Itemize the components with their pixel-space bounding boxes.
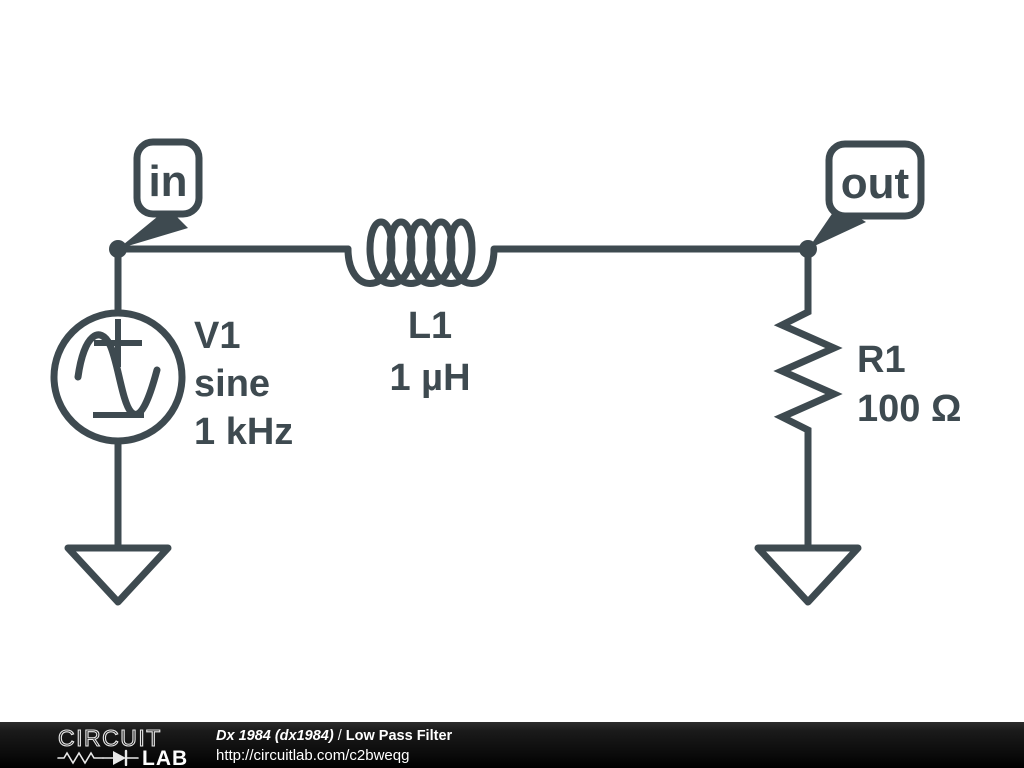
out-port-box[interactable] [825, 140, 925, 220]
l1-value-label: 1 µH [389, 357, 470, 399]
resistor-icon[interactable] [773, 299, 843, 444]
v1-designator-label: V1 [194, 315, 240, 357]
circuitlab-logo[interactable]: CIRCUIT LAB [56, 726, 196, 766]
logo-word-lab: LAB [142, 747, 188, 766]
footer-bar: CIRCUIT LAB Dx 1984 (dx1984) / Low Pass … [0, 722, 1024, 768]
r1-value-label: 100 Ω [857, 388, 961, 430]
schematic-canvas[interactable]: in out V1 sine 1 kHz [0, 0, 1024, 722]
logo-resistor-icon [57, 751, 104, 765]
out-port[interactable]: out [808, 140, 925, 249]
footer-separator: / [333, 728, 346, 744]
ground-symbol-right[interactable] [754, 544, 862, 606]
l1-designator-label: L1 [408, 305, 452, 347]
in-port-box[interactable] [133, 138, 203, 218]
in-port-pointer [118, 208, 188, 249]
v1-frequency-label: 1 kHz [194, 411, 293, 453]
inductor-icon[interactable] [344, 218, 516, 287]
out-port-label: out [841, 159, 910, 208]
in-port-label: in [148, 157, 187, 206]
logo-word-circuit: CIRCUIT [58, 726, 162, 751]
schematic-drawing[interactable]: in out V1 sine 1 kHz [0, 0, 1024, 722]
footer-author: Dx 1984 (dx1984) [216, 728, 334, 744]
r1-designator-label: R1 [857, 339, 906, 381]
voltage-source-v1[interactable] [50, 309, 186, 445]
wire-group [114, 245, 812, 552]
footer-credit-line: Dx 1984 (dx1984) / Low Pass Filter [216, 727, 452, 746]
ground-icon[interactable] [64, 544, 172, 606]
v1-type-label: sine [194, 363, 270, 405]
ground-icon[interactable] [754, 544, 862, 606]
sine-wave-icon [74, 331, 161, 418]
ground-symbol-left[interactable] [64, 544, 172, 606]
footer-url[interactable]: http://circuitlab.com/c2bweqg [216, 747, 410, 764]
resistor-r1[interactable] [773, 299, 843, 444]
in-port[interactable]: in [118, 138, 203, 249]
inductor-l1[interactable] [344, 218, 516, 287]
footer-text: Dx 1984 (dx1984) / Low Pass Filter http:… [216, 727, 452, 765]
logo-diode-triangle-icon [113, 751, 126, 765]
footer-title: Low Pass Filter [345, 728, 453, 744]
